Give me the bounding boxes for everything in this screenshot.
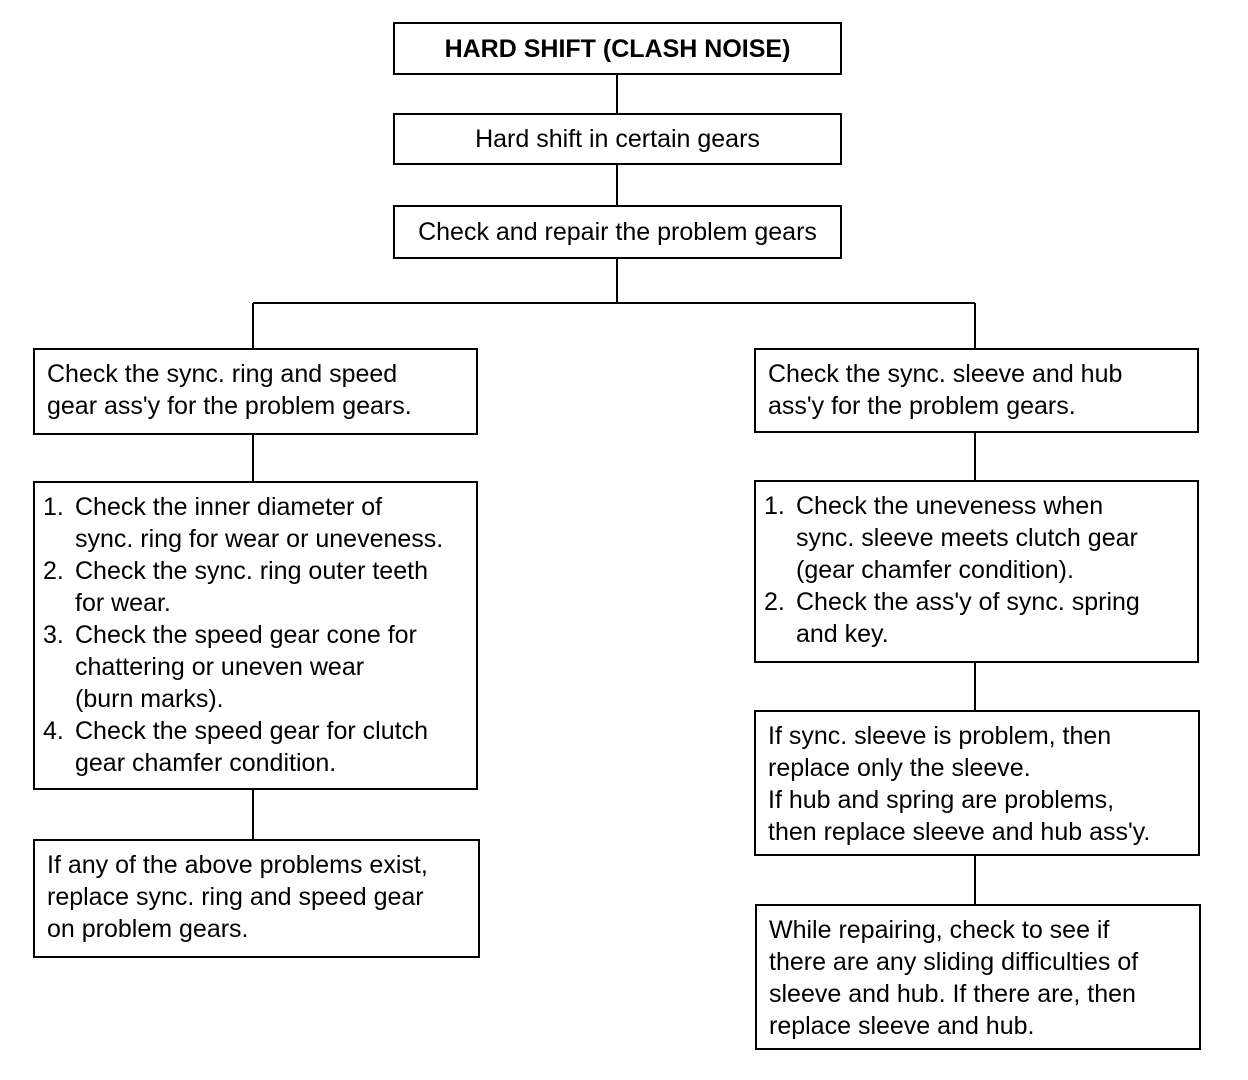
step-check-repair-text: Check and repair the problem gears	[418, 218, 817, 246]
step-hard-shift-box: Hard shift in certain gears	[393, 113, 842, 165]
list-item-number: 3.	[43, 621, 64, 649]
left-check-line: gear ass'y for the problem gears.	[47, 392, 412, 420]
list-item-number: 1.	[43, 493, 64, 521]
left-action-line: on problem gears.	[47, 915, 249, 943]
list-item-line: (gear chamfer condition).	[796, 556, 1074, 584]
right-final-box: While repairing, check to see if there a…	[755, 904, 1201, 1050]
right-action-line: replace only the sleeve.	[768, 754, 1031, 782]
list-item-line: Check the uneveness when	[796, 492, 1104, 520]
left-action-box: If any of the above problems exist, repl…	[33, 839, 480, 958]
list-item-line: Check the sync. ring outer teeth	[75, 557, 428, 585]
right-check-line: Check the sync. sleeve and hub	[768, 360, 1123, 388]
list-item-line: gear chamfer condition.	[75, 749, 337, 777]
list-item-number: 1.	[764, 492, 785, 520]
left-check-line: Check the sync. ring and speed	[47, 360, 398, 388]
right-final-line: there are any sliding difficulties of	[769, 948, 1139, 976]
list-item-line: chattering or uneven wear	[75, 653, 365, 681]
right-final-line: replace sleeve and hub.	[769, 1012, 1035, 1040]
right-final-line: sleeve and hub. If there are, then	[769, 980, 1136, 1008]
list-item-line: sync. sleeve meets clutch gear	[796, 524, 1138, 552]
right-final-line: While repairing, check to see if	[769, 916, 1110, 944]
left-check-box: Check the sync. ring and speed gear ass'…	[33, 348, 478, 435]
list-item: 2. Check the sync. ring outer teeth for …	[35, 555, 476, 619]
list-item: 3. Check the speed gear cone for chatter…	[35, 619, 476, 715]
list-item-line: Check the inner diameter of	[75, 493, 383, 521]
left-checklist-box: 1. Check the inner diameter of sync. rin…	[33, 481, 478, 790]
left-action-line: If any of the above problems exist,	[47, 851, 428, 879]
list-item: 4. Check the speed gear for clutch gear …	[35, 715, 476, 779]
diagram-title: HARD SHIFT (CLASH NOISE)	[444, 34, 791, 63]
list-item-line: sync. ring for wear or uneveness.	[75, 525, 444, 553]
list-item-number: 4.	[43, 717, 64, 745]
right-check-line: ass'y for the problem gears.	[768, 392, 1076, 420]
right-action-line: If sync. sleeve is problem, then	[768, 722, 1112, 750]
list-item: 1. Check the inner diameter of sync. rin…	[35, 491, 476, 555]
list-item: 2. Check the ass'y of sync. spring and k…	[756, 586, 1197, 650]
right-action-line: If hub and spring are problems,	[768, 786, 1115, 814]
list-item-line: (burn marks).	[75, 685, 224, 713]
list-item-number: 2.	[764, 588, 785, 616]
step-hard-shift-text: Hard shift in certain gears	[475, 125, 760, 153]
list-item-line: for wear.	[75, 589, 171, 617]
right-action-box: If sync. sleeve is problem, then replace…	[754, 710, 1200, 856]
list-item-line: and key.	[796, 620, 889, 648]
list-item-number: 2.	[43, 557, 64, 585]
title-box: HARD SHIFT (CLASH NOISE)	[393, 22, 842, 75]
left-checklist: 1. Check the inner diameter of sync. rin…	[35, 483, 476, 779]
right-action-line: then replace sleeve and hub ass'y.	[768, 818, 1151, 846]
right-check-box: Check the sync. sleeve and hub ass'y for…	[754, 348, 1199, 433]
list-item: 1. Check the uneveness when sync. sleeve…	[756, 490, 1197, 586]
list-item-line: Check the speed gear for clutch	[75, 717, 428, 745]
right-checklist: 1. Check the uneveness when sync. sleeve…	[756, 482, 1197, 650]
left-action-line: replace sync. ring and speed gear	[47, 883, 424, 911]
list-item-line: Check the speed gear cone for	[75, 621, 417, 649]
list-item-line: Check the ass'y of sync. spring	[796, 588, 1140, 616]
step-check-repair-box: Check and repair the problem gears	[393, 205, 842, 259]
right-checklist-box: 1. Check the uneveness when sync. sleeve…	[754, 480, 1199, 663]
